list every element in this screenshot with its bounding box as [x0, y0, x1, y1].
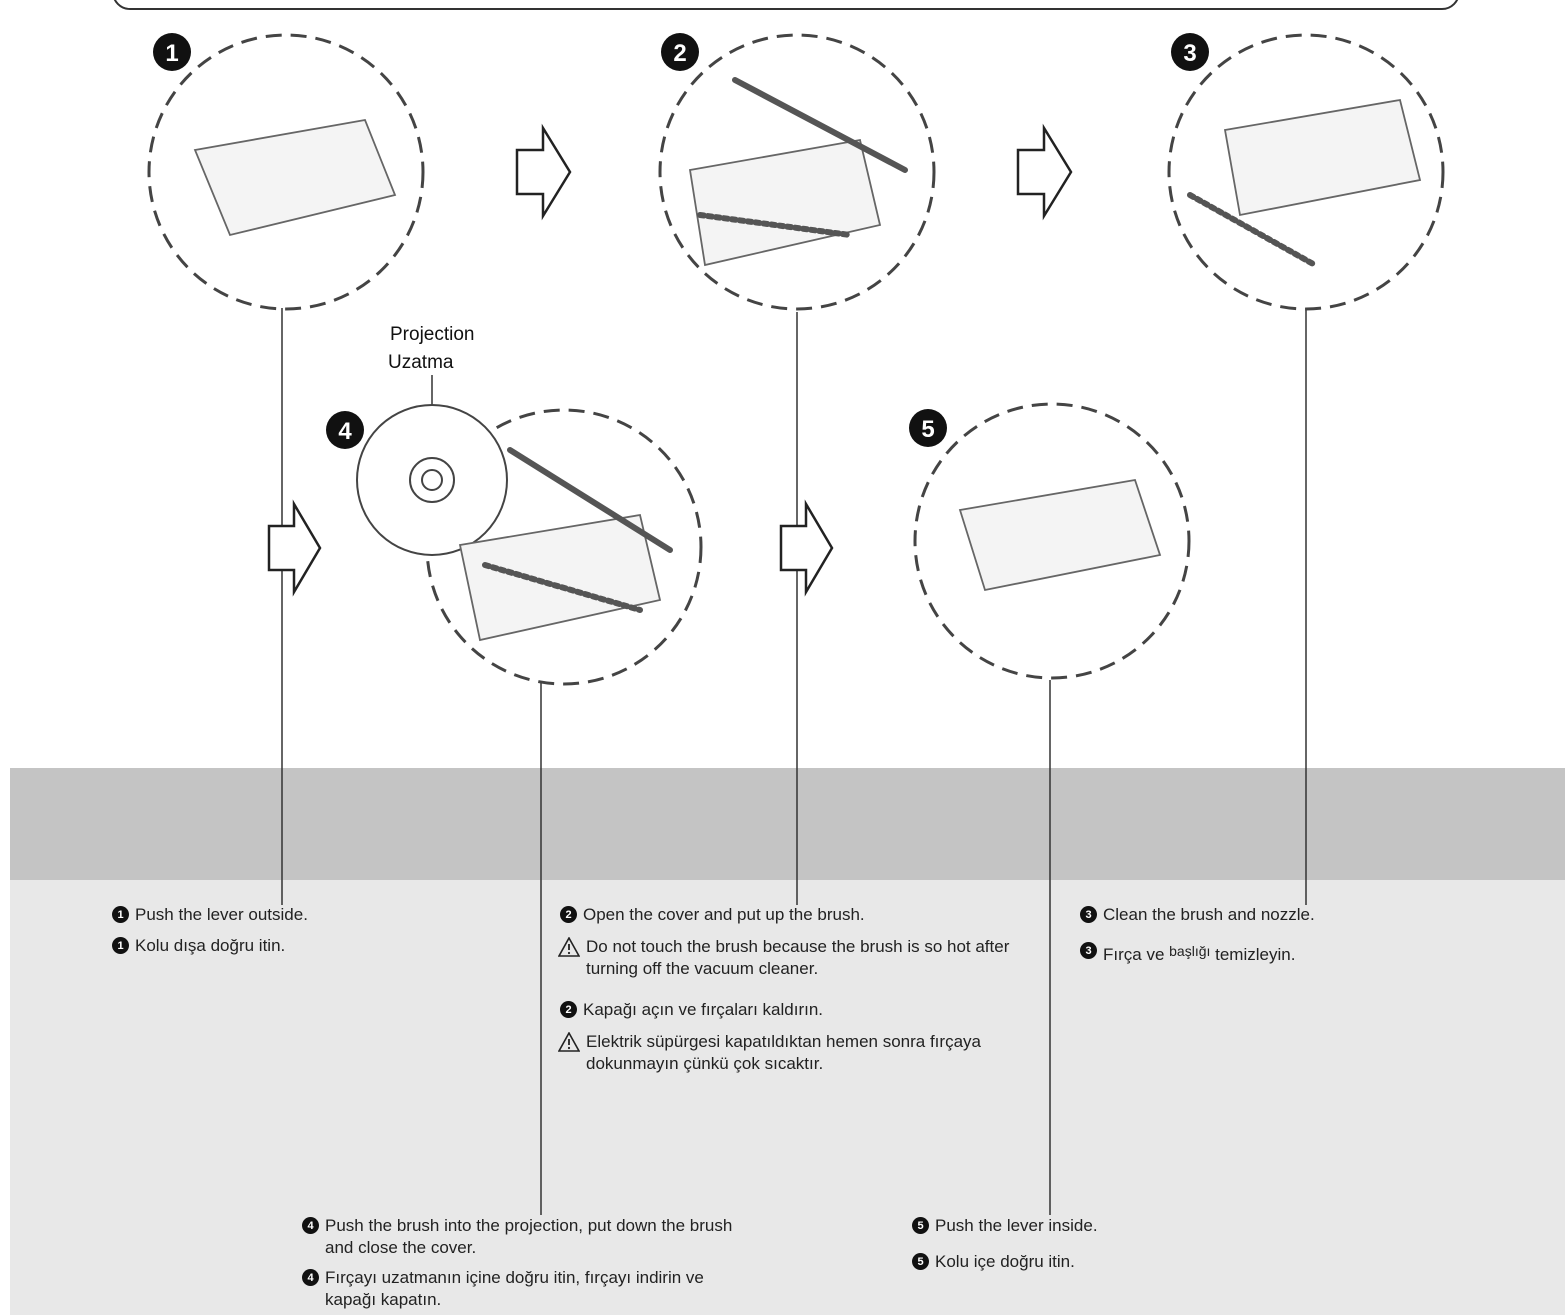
step-3-tr-text-c: temizleyin.: [1215, 945, 1296, 964]
nozzle-sketch-4: [458, 513, 662, 642]
hollow-right-arrow-icon-1-2: [515, 123, 572, 221]
nozzle-sketch-1: [193, 118, 397, 237]
step-3-en-row: 3 Clean the brush and nozzle.: [1080, 904, 1480, 926]
step-2-warning-tr-text: Elektrik süpürgesi kapatıldıktan hemen s…: [586, 1032, 981, 1073]
instructions-panel: [10, 880, 1565, 1315]
step-3-small-badge-tr: 3: [1080, 942, 1097, 959]
step-5-tr-row: 5 Kolu içe doğru itin.: [912, 1251, 1312, 1273]
step-2-en-text: Open the cover and put up the brush.: [583, 905, 865, 924]
step-1-small-badge: 1: [112, 906, 129, 923]
projection-label-tr: Uzatma: [388, 352, 454, 373]
step-2-small-badge-tr: 2: [560, 1001, 577, 1018]
step-4-tr-row: 4 Fırçayı uzatmanın içine doğru itin, fı…: [302, 1267, 752, 1311]
hollow-right-arrow-icon-2-3: [1016, 123, 1073, 221]
step-1-en-text: Push the lever outside.: [135, 905, 308, 924]
step-5-en-text: Push the lever inside.: [935, 1216, 1098, 1235]
step-5-en-row: 5 Push the lever inside.: [912, 1215, 1312, 1237]
step-2-warning-en-row: Do not touch the brush because the brush…: [558, 936, 1038, 980]
brush-roll-2: [697, 212, 853, 238]
step-3-en-text: Clean the brush and nozzle.: [1103, 905, 1315, 924]
step-badge-5-number: 5: [921, 416, 934, 443]
warning-triangle-icon: [558, 1032, 580, 1052]
cover-arm-2: [732, 77, 908, 173]
step-1-detail-circle: [147, 33, 425, 311]
nozzle-sketch-5: [958, 478, 1162, 592]
step-2-warning-en-text: Do not touch the brush because the brush…: [586, 937, 1010, 978]
step-2-warning-tr-row: Elektrik süpürgesi kapatıldıktan hemen s…: [558, 1031, 998, 1075]
step-3-detail-circle: [1167, 33, 1445, 311]
step-badge-1-number: 1: [165, 40, 178, 67]
step-3-tr-text-b: başlığı: [1169, 943, 1211, 959]
brush-roll-4: [482, 562, 643, 613]
step-4-small-badge: 4: [302, 1217, 319, 1234]
step-2-detail-circle: [658, 33, 936, 311]
step-1-tr-row: 1 Kolu dışa doğru itin.: [112, 935, 512, 957]
step-badge-3-number: 3: [1183, 40, 1196, 67]
step-badge-4: [326, 411, 364, 449]
step-3-tr-row: 3 Fırça ve başlığı temizleyin.: [1080, 940, 1480, 966]
step-5-small-badge-tr: 5: [912, 1253, 929, 1270]
hollow-right-arrow-icon-3-4: [267, 499, 322, 597]
step-4-small-badge-tr: 4: [302, 1269, 319, 1286]
step-3-tr-text-a: Fırça ve: [1103, 945, 1165, 964]
step-2-en-row: 2 Open the cover and put up the brush.: [560, 904, 1040, 926]
step-2-tr-row: 2 Kapağı açın ve fırçaları kaldırın.: [560, 999, 1040, 1021]
cover-arm-4: [507, 447, 673, 553]
step-5-tr-text: Kolu içe doğru itin.: [935, 1252, 1075, 1271]
step-3-small-badge: 3: [1080, 906, 1097, 923]
step-badge-2-number: 2: [673, 40, 686, 67]
projection-label-en: Projection: [390, 324, 475, 345]
step-4-tr-text: Fırçayı uzatmanın içine doğru itin, fırç…: [325, 1268, 704, 1309]
step-1-small-badge-tr: 1: [112, 937, 129, 954]
hollow-right-arrow-icon-4-5: [779, 499, 834, 597]
warning-triangle-icon: [558, 937, 580, 957]
step-5-detail-circle: [913, 402, 1191, 680]
nozzle-sketch-3: [1223, 98, 1422, 217]
step-2-small-badge: 2: [560, 906, 577, 923]
step-1-en-row: 1 Push the lever outside.: [112, 904, 512, 926]
brush-roll-3: [1187, 192, 1318, 268]
step-badge-3: [1171, 33, 1209, 71]
step-badge-5: [909, 409, 947, 447]
nozzle-sketch-2: [688, 138, 882, 267]
step-2-tr-text: Kapağı açın ve fırçaları kaldırın.: [583, 1000, 824, 1019]
step-badge-4-number: 4: [338, 418, 352, 445]
step-4-en-row: 4 Push the brush into the projection, pu…: [302, 1215, 752, 1259]
step-badge-1: [153, 33, 191, 71]
step-5-small-badge: 5: [912, 1217, 929, 1234]
step-4-en-text: Push the brush into the projection, put …: [325, 1216, 733, 1257]
step-1-tr-text: Kolu dışa doğru itin.: [135, 936, 286, 955]
step-badge-2: [661, 33, 699, 71]
projection-core: [421, 469, 443, 491]
